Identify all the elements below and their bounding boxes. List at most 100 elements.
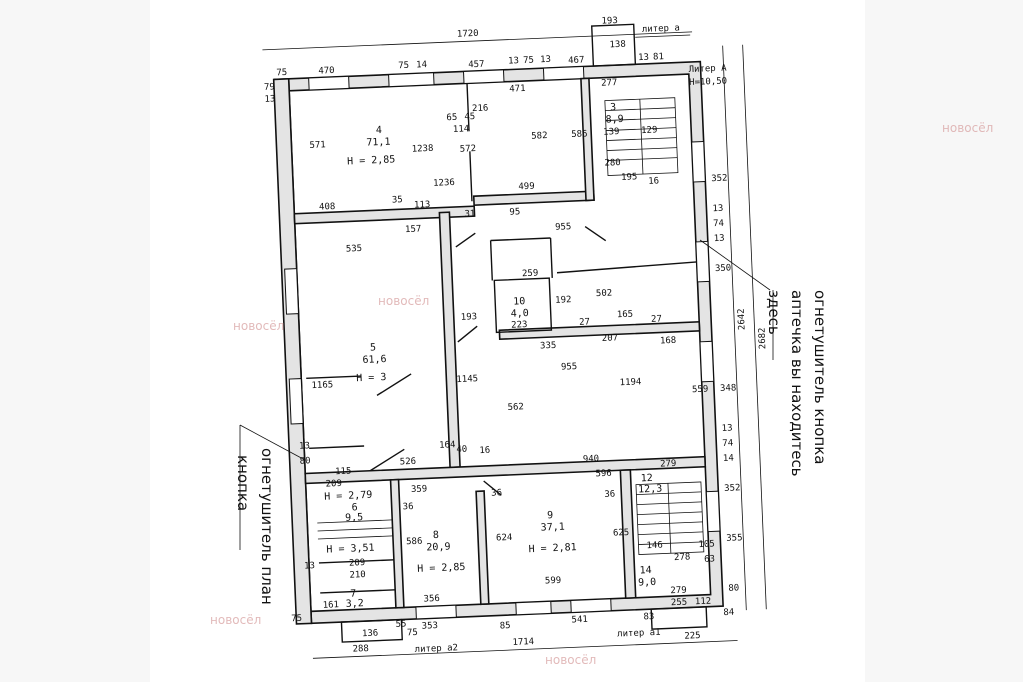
room-9-area: 37,1 [540, 522, 565, 534]
dimension-label: 586 [571, 129, 588, 140]
dimension-label: 1165 [311, 380, 333, 391]
dimension-label: 80 [299, 456, 310, 466]
room-14-area: 9,0 [638, 577, 657, 589]
dimension-label: 136 [362, 629, 379, 640]
window [288, 378, 304, 425]
dimension-label: 115 [335, 467, 352, 478]
dimension-label: 13 [712, 204, 723, 214]
dimension-label: 36 [604, 490, 615, 500]
interior-wall [469, 151, 473, 202]
dimension-label: 13 [508, 56, 519, 66]
dimension-label: 470 [318, 66, 335, 77]
dimension-label: 74 [722, 439, 733, 449]
dimension-label: 940 [583, 454, 600, 465]
interior-wall [490, 237, 551, 242]
dimension-label: 526 [400, 457, 417, 468]
liter-a2-label: литер а2 [414, 643, 458, 655]
watermark-logo: новосёл [233, 319, 284, 333]
dimension-label: 955 [555, 222, 572, 233]
interior-wall [475, 490, 490, 606]
dimension-label: 572 [460, 144, 477, 155]
window [695, 240, 711, 283]
liter-a-label: литер а [642, 23, 680, 35]
interior-wall [472, 190, 595, 207]
staircase-bottom [635, 481, 705, 555]
dimension-label: 75 [276, 68, 287, 78]
staircase-top [604, 97, 679, 176]
room-8-number: 8 [433, 530, 439, 541]
dimension-label: 129 [641, 125, 658, 136]
interior-wall [556, 261, 697, 274]
door [483, 480, 502, 496]
room-14-number: 14 [639, 565, 651, 576]
dimension-label: 599 [545, 576, 562, 587]
dimension-label: 14 [723, 454, 734, 464]
dimension-label: 139 [603, 127, 620, 138]
interior-wall [304, 455, 707, 485]
room-9-number: 9 [547, 510, 553, 521]
dimension-label: 13 [264, 94, 275, 104]
annotation-leader-left [239, 424, 306, 461]
interior-wall [489, 240, 493, 281]
room-3-number: 3 [610, 102, 616, 113]
room-6-number: 6 [351, 502, 357, 513]
dimension-label: 165 [617, 310, 634, 321]
interior-wall [389, 478, 405, 609]
right-dimension-line-inner [722, 45, 747, 611]
dimension-label: 55 [395, 619, 406, 629]
interior-wall [293, 205, 476, 225]
watermark-logo: новосёл [378, 294, 429, 308]
dimension-label: 586 [406, 537, 423, 548]
annotation-here: здесь [765, 290, 783, 335]
window [284, 268, 300, 315]
dimension-label: 74 [713, 219, 724, 229]
interior-wall [438, 211, 461, 469]
dimension-label: 279 [670, 586, 687, 597]
room-6-area: 9,5 [345, 512, 364, 524]
dimension-label: 45 [464, 112, 475, 122]
dimension-label: 352 [724, 483, 741, 494]
room-12-area: 12,3 [638, 484, 663, 496]
dimension-label: 75 [407, 628, 418, 638]
window [570, 598, 612, 613]
dimension-label: 27 [651, 314, 662, 324]
window [462, 69, 505, 85]
dimension-label: 85 [500, 621, 511, 631]
building-drawing: 1720 1714 2642 2682 [262, 16, 768, 659]
annex-a1 [650, 606, 708, 630]
dimension-label: 288 [352, 644, 369, 655]
liter-a1-label: литер а1 [617, 628, 661, 640]
interior-wall [318, 559, 394, 564]
top-dimension-line [262, 31, 693, 51]
dimension-label: 36 [491, 488, 502, 498]
dimension-label: 40 [456, 445, 467, 455]
liter-A-height: Н=10,50 [689, 76, 727, 88]
dimension-label: 1236 [433, 178, 455, 189]
dimension-label: 81 [653, 52, 664, 62]
dimension-label: 13 [299, 441, 310, 451]
dimension-label: 223 [511, 320, 528, 331]
dimension-label: 225 [684, 631, 701, 642]
dimension-label: 13 [540, 55, 551, 65]
dimension-label: 65 [446, 113, 457, 123]
dimension-label: 335 [540, 341, 557, 352]
dimension-label: 499 [518, 182, 535, 193]
dimension-label: 13 [304, 561, 315, 571]
annotation-extinguisher-plan: огнетушитель план [258, 448, 276, 605]
liter-A-label: Литер А [688, 63, 727, 75]
dimension-label: 278 [674, 552, 691, 563]
dimension-label: 13 [721, 424, 732, 434]
dimension-label: 279 [660, 459, 677, 470]
dimension-label: 31 [464, 209, 475, 219]
bottom-dimension-line [312, 640, 738, 659]
room-5-height: Н = 3 [356, 372, 387, 384]
dimension-label: 210 [349, 570, 366, 581]
dimension-label: 13 [714, 234, 725, 244]
dimension-label: 348 [720, 383, 737, 394]
room-10-area: 4,0 [510, 308, 529, 320]
room-3-area: 8,9 [605, 114, 624, 126]
interior-wall [306, 375, 362, 380]
dimension-label: 216 [472, 103, 489, 114]
